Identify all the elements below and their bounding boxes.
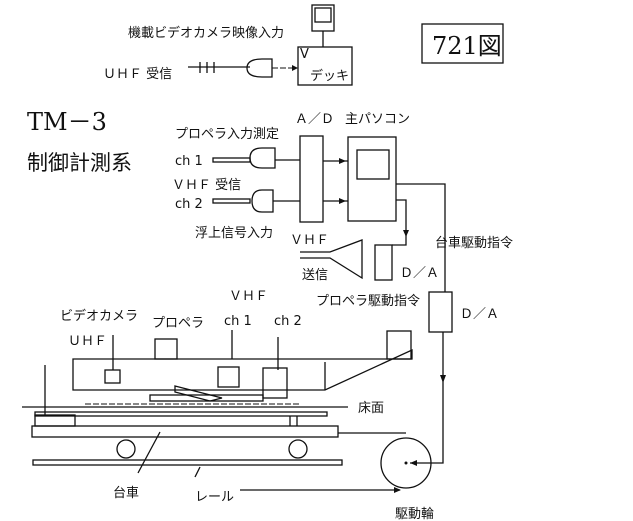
vhf-receive-label: ＶＨＦ 受信 (172, 178, 241, 193)
rail-label: レール (195, 490, 234, 505)
deck-label: デッキ (310, 68, 349, 84)
uhf-receive-label: ＵＨＦ 受信 (103, 67, 172, 82)
deck-box (297, 46, 353, 86)
vhf-transmit-label: ＶＨＦ (290, 233, 329, 248)
deck-v-label: V (300, 47, 309, 62)
ch1-label: ch 1 (175, 154, 203, 169)
da-converter-right-box (428, 291, 453, 333)
video-camera-box (104, 369, 121, 384)
drive-wheel-label: 駆動輪 (395, 506, 434, 521)
ch2-receiver-icon (212, 189, 300, 213)
ad-converter-box (299, 135, 324, 223)
da-top-label: Ｄ／Ａ (400, 266, 439, 281)
cart-label: 台車 (113, 486, 139, 501)
ch1-receiver-icon (212, 147, 300, 169)
ch1-vehicle-label: ch 1 (224, 314, 252, 329)
tm3-vehicle (44, 330, 413, 415)
rail (32, 459, 343, 466)
uhf-vehicle-label: ＵＨＦ (68, 334, 107, 349)
levitation-signal-input-label: 浮上信号入力 (195, 226, 273, 241)
propeller-input-measure-label: プロペラ入力測定 (175, 127, 279, 142)
transmit-label: 送信 (302, 268, 328, 283)
subtitle: 制御計測系 (27, 151, 132, 175)
ch2-label: ch 2 (175, 197, 203, 212)
cart-wheel-left (116, 439, 136, 459)
propeller-box (154, 338, 178, 360)
cart-drive-command-label: 台車駆動指令 (435, 236, 513, 251)
figure-number: 721図 (432, 32, 502, 60)
camera-video-input-label: 機載ビデオカメラ映像入力 (128, 25, 284, 41)
ad-label: Ａ／Ｄ (295, 112, 334, 127)
video-camera-label: ビデオカメラ (60, 308, 138, 324)
drive-wheel (380, 437, 432, 489)
da-right-label: Ｄ／Ａ (460, 307, 499, 322)
vhf-vehicle-label: ＶＨＦ (229, 289, 268, 304)
da-converter-top-box (374, 244, 393, 281)
ch2-vehicle-label: ch 2 (274, 314, 302, 329)
monitor-icon (311, 4, 335, 47)
cart-wheel-right (288, 439, 308, 459)
propeller-label: プロペラ (152, 316, 204, 331)
figure-number-box (421, 23, 504, 64)
floor-label: 床面 (358, 401, 384, 416)
vhf-transmit-antenna-icon (300, 239, 363, 280)
main-pc-label: 主パソコン (345, 112, 410, 127)
title: TM－3 (27, 108, 107, 136)
ad-to-pc-arrows (323, 158, 348, 204)
uhf-antenna-icon (188, 58, 298, 78)
propeller-drive-command-label: プロペラ駆動指令 (316, 294, 420, 309)
cart-body (31, 425, 339, 438)
main-pc-icon (347, 136, 397, 222)
